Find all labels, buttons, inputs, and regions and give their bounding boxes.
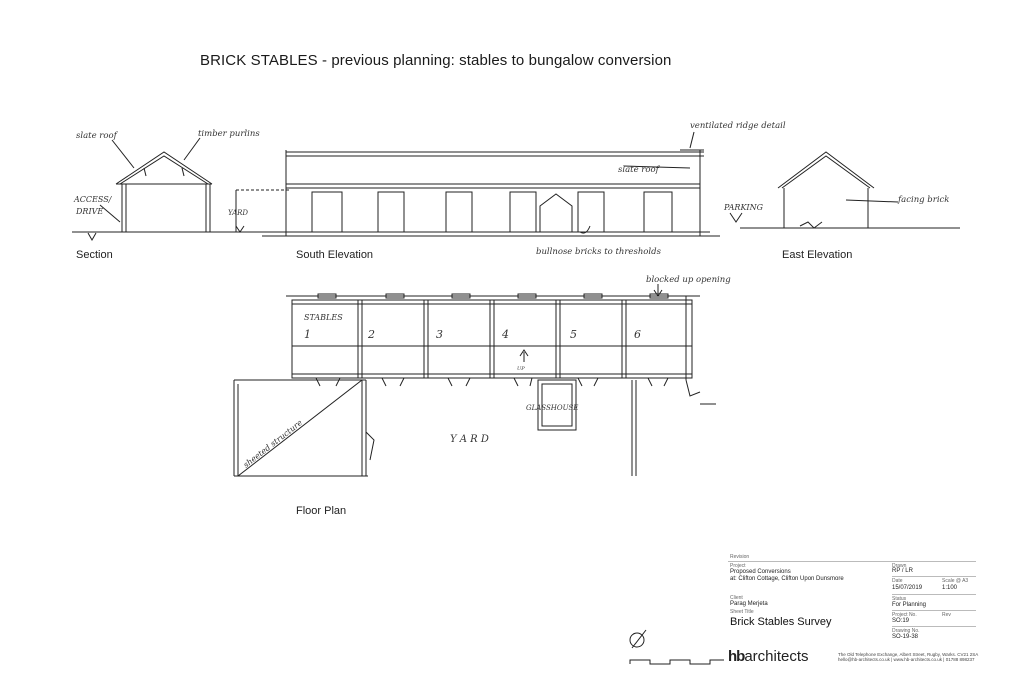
annotation-yard: Y A R D — [450, 434, 489, 445]
annotation-access: ACCESS/ — [73, 195, 113, 204]
architect-logo: hbarchitects — [728, 648, 809, 665]
annotation-ventilated-ridge: ventilated ridge detail — [690, 121, 786, 131]
view-label-east-elevation: East Elevation — [782, 249, 853, 261]
address-line-2: hello@hb-architects.co.uk | www.hb-archi… — [838, 657, 975, 662]
annotation-drive: DRIVE — [75, 207, 103, 216]
annotation-timber-purlins: timber purlins — [198, 129, 260, 139]
annotation-slate-roof-elev: slate roof — [618, 165, 661, 175]
stable-number-6: 6 — [634, 328, 641, 341]
annotation-glasshouse: GLASSHOUSE — [526, 404, 578, 412]
tb-project-line2: at: Clifton Cottage, Clifton Upon Dunsmo… — [730, 576, 844, 582]
annotation-sheeted-structure: sheeted structure — [242, 418, 305, 470]
floor-plan-drawing — [233, 284, 716, 477]
scale-bar — [629, 659, 724, 665]
tb-drawing-no: SO-19-38 — [892, 634, 919, 640]
tb-rev-label: Rev — [942, 612, 951, 618]
stable-number-2: 2 — [367, 328, 375, 341]
tb-project-no-label: Project No. — [892, 612, 917, 618]
page-title: BRICK STABLES - previous planning: stabl… — [200, 52, 672, 69]
east-elevation-drawing — [729, 151, 960, 229]
annotation-yard-small: YARD — [228, 209, 248, 217]
tb-sheet-title: Brick Stables Survey — [730, 616, 832, 628]
tb-revision-label: Revision — [730, 554, 750, 560]
tb-client-label: Client — [730, 595, 743, 601]
view-label-section: Section — [76, 249, 113, 261]
title-block: Revision Project Proposed Conversions at… — [728, 553, 976, 643]
logo-suffix: architects — [744, 648, 809, 665]
annotation-facing-brick: facing brick — [897, 195, 949, 205]
south-elevation-drawing — [262, 131, 720, 237]
tb-status-label: Status — [892, 596, 907, 602]
stable-number-1: 1 — [304, 328, 311, 341]
tb-drawn: RP / LR — [892, 568, 913, 574]
tb-scale-label: Scale @ A3 — [942, 578, 969, 584]
tb-status: For Planning — [892, 602, 927, 608]
tb-project-line1: Proposed Conversions — [730, 569, 791, 575]
architect-address: The Old Telephone Exchange, Albert Stree… — [838, 652, 978, 662]
stable-number-4: 4 — [501, 328, 509, 341]
tb-drawing-no-label: Drawing No. — [892, 628, 920, 634]
tb-project-no: SO:19 — [892, 618, 910, 624]
tb-client: Parag Merjeta — [730, 601, 768, 607]
annotation-blocked-opening: blocked up opening — [646, 275, 731, 285]
view-label-floor-plan: Floor Plan — [296, 505, 347, 517]
stable-number-3: 3 — [436, 328, 443, 341]
tb-date-label: Date — [892, 578, 903, 584]
tb-project-label: Project — [730, 563, 746, 569]
annotation-up: UP — [517, 366, 525, 372]
north-arrow — [629, 629, 647, 649]
tb-scale: 1:100 — [942, 585, 958, 591]
annotation-bullnose: bullnose bricks to thresholds — [536, 247, 662, 257]
annotation-slate-roof-left: slate roof — [76, 131, 119, 141]
view-label-south-elevation: South Elevation — [296, 249, 374, 261]
address-line-1: The Old Telephone Exchange, Albert Stree… — [838, 652, 979, 657]
tb-date: 15/07/2019 — [892, 585, 923, 591]
annotation-stables: STABLES — [304, 313, 343, 322]
annotation-parking: PARKING — [723, 203, 764, 212]
stable-number-5: 5 — [570, 328, 577, 341]
logo-prefix: hb — [728, 648, 745, 665]
tb-drawn-label: Drawn — [892, 563, 907, 569]
section-drawing — [72, 151, 290, 242]
tb-sheet-title-label: Sheet Title — [730, 609, 754, 615]
